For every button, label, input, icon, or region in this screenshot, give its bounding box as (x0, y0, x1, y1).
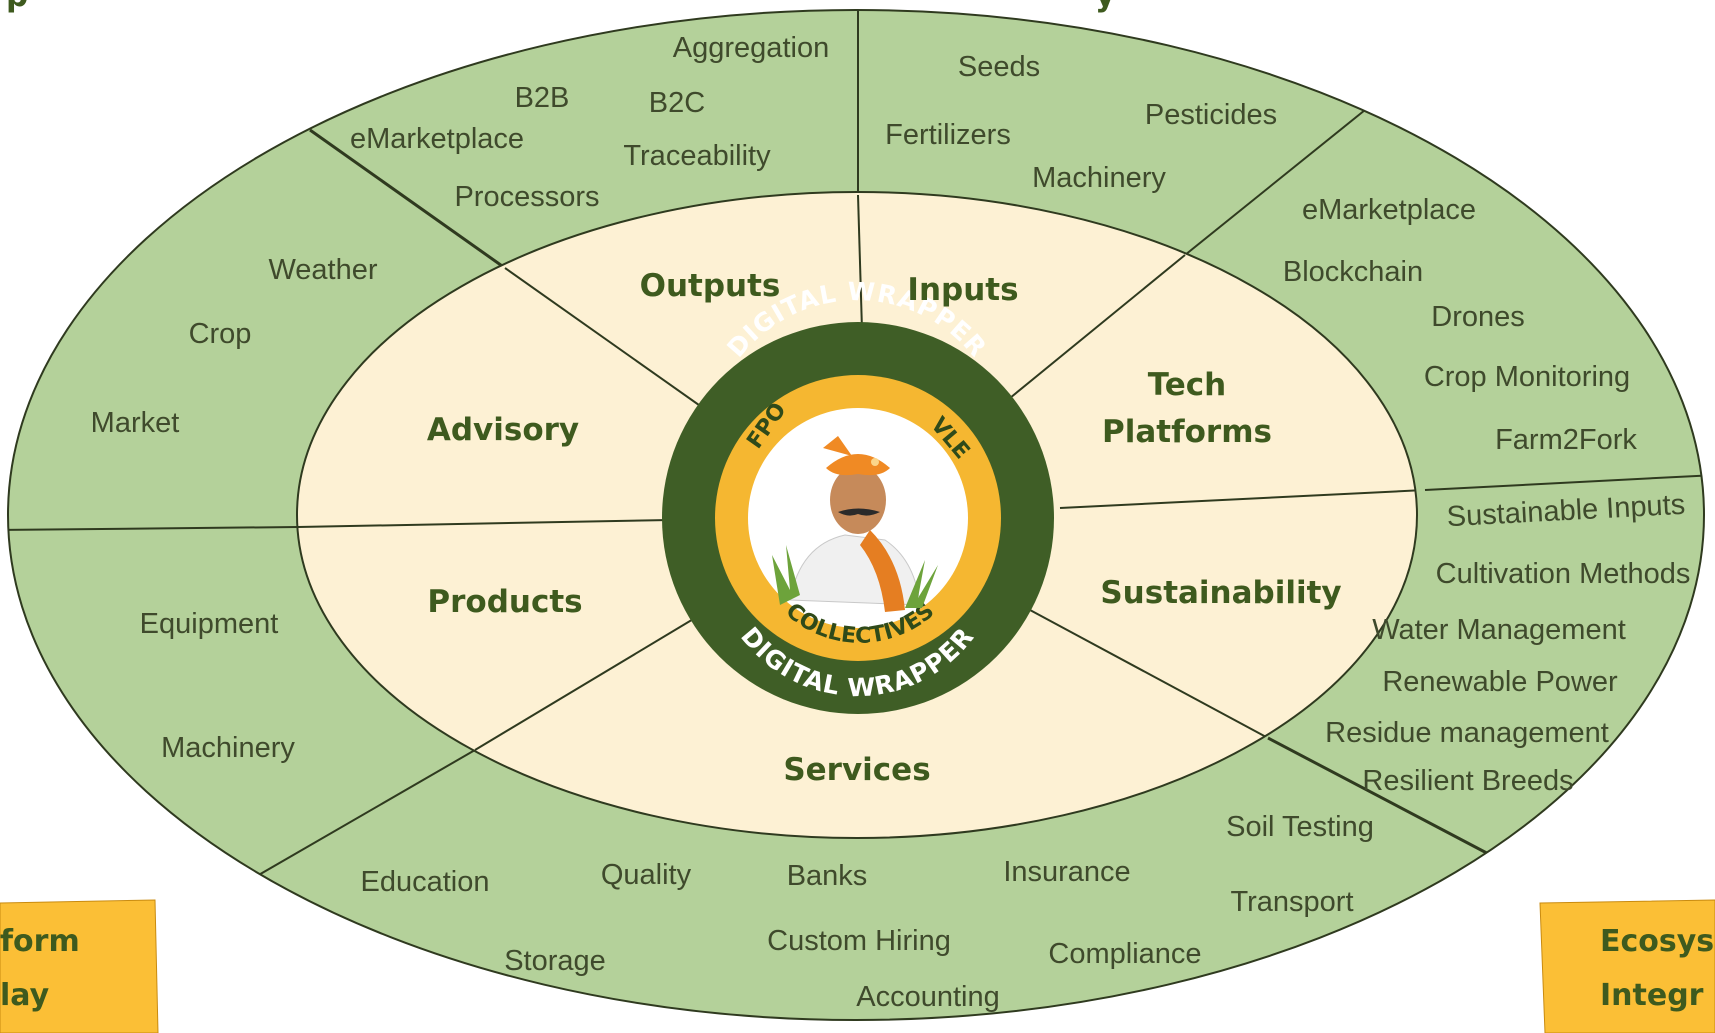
advisory-items: Weather Crop Market (91, 254, 378, 439)
item-quality: Quality (601, 859, 692, 891)
item-fertilizers: Fertilizers (885, 119, 1011, 151)
item-custom-hiring: Custom Hiring (767, 925, 951, 957)
left-badge: form lay (0, 899, 159, 1033)
item-weather: Weather (268, 254, 377, 286)
sector-tech-label-line2: Platforms (1102, 414, 1272, 450)
farmer-icon (772, 436, 938, 612)
item-machinery-inputs: Machinery (1032, 162, 1166, 194)
outputs-items: Aggregation B2B B2C eMarketplace Traceab… (350, 32, 829, 213)
item-emarketplace-outputs: eMarketplace (350, 123, 524, 155)
item-residue-management: Residue management (1325, 717, 1609, 749)
sector-advisory-label: Advisory (427, 412, 579, 448)
item-aggregation: Aggregation (673, 32, 829, 64)
item-crop: Crop (189, 318, 252, 350)
item-insurance: Insurance (1003, 856, 1130, 888)
item-drones: Drones (1431, 301, 1525, 333)
item-traceability: Traceability (623, 140, 771, 172)
item-b2c: B2C (649, 87, 705, 119)
products-items: Equipment Machinery (140, 608, 296, 764)
item-transport: Transport (1230, 886, 1353, 918)
sector-inputs-label: Inputs (907, 272, 1018, 308)
item-emarketplace-tech: eMarketplace (1302, 194, 1476, 226)
sustainability-items: Sustainable Inputs Cultivation Methods W… (1325, 489, 1690, 797)
sector-sustainability-label: Sustainability (1100, 575, 1341, 611)
item-storage: Storage (504, 945, 606, 977)
item-soil-testing: Soil Testing (1226, 811, 1374, 843)
item-resilient-breeds: Resilient Breeds (1362, 765, 1573, 797)
item-equipment: Equipment (140, 608, 279, 640)
item-accounting: Accounting (856, 981, 1000, 1013)
left-badge-line2: lay (0, 978, 50, 1013)
title-fragment-left: p (6, 0, 28, 14)
item-blockchain: Blockchain (1283, 256, 1423, 288)
item-compliance: Compliance (1048, 938, 1201, 970)
item-pesticides: Pesticides (1145, 99, 1277, 131)
item-market: Market (91, 407, 180, 439)
right-badge: Ecosys Integr (1539, 899, 1715, 1033)
services-items: Soil Testing Transport Insurance Complia… (361, 811, 1374, 1013)
item-machinery-products: Machinery (161, 732, 295, 764)
sector-products-label: Products (427, 584, 582, 620)
left-badge-line1: form (0, 924, 80, 959)
item-farm2fork: Farm2Fork (1495, 424, 1637, 456)
item-banks: Banks (787, 860, 868, 892)
tech-items: eMarketplace Blockchain Drones Crop Moni… (1283, 194, 1638, 456)
right-badge-line1: Ecosys (1600, 924, 1714, 959)
item-seeds: Seeds (958, 51, 1040, 83)
sector-outputs-label: Outputs (640, 268, 781, 304)
item-cultivation-methods: Cultivation Methods (1436, 558, 1691, 590)
item-education: Education (361, 866, 490, 898)
sector-services-label: Services (783, 752, 930, 788)
outer-dividers (8, 10, 1704, 881)
title-fragment-right: y (1095, 0, 1115, 14)
inputs-items: Seeds Pesticides Fertilizers Machinery (885, 51, 1277, 194)
item-processors: Processors (454, 181, 599, 213)
right-badge-line2: Integr (1600, 978, 1704, 1013)
inner-dividers (297, 194, 1417, 751)
digital-wrapper-logo: DIGITAL WRAPPER DIGITAL WRAPPER FPO VLE … (662, 277, 1054, 714)
sector-tech-label-line1: Tech (1148, 367, 1227, 403)
item-water-management: Water Management (1372, 614, 1626, 646)
item-crop-monitoring: Crop Monitoring (1424, 361, 1630, 393)
item-b2b: B2B (515, 82, 570, 114)
item-renewable-power: Renewable Power (1382, 666, 1618, 698)
